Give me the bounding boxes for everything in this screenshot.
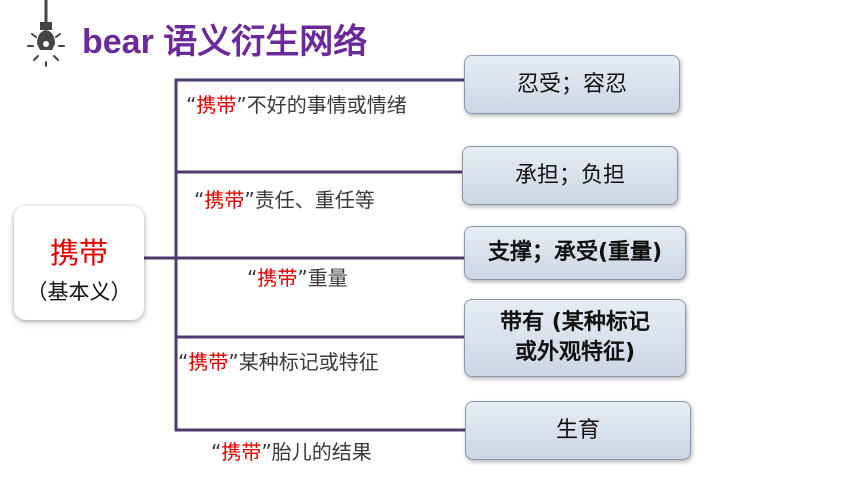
edge-text: 某种标记或特征 — [238, 350, 379, 374]
leaf-node-5: 生育 — [465, 401, 691, 460]
edge-keyword: 携带 — [257, 266, 298, 290]
title-chinese: 语义衍生网络 — [163, 22, 368, 62]
leaf-node-4: 带有 (某种标记 或外观特征) — [464, 299, 686, 377]
edge-keyword: 携带 — [188, 350, 229, 374]
edge-quote-close: ” — [297, 266, 308, 290]
edge-quote-close: ” — [244, 188, 255, 212]
root-node: 携带 （基本义） — [14, 206, 144, 320]
edge-quote-close: ” — [228, 350, 239, 374]
title-latin: bear — [82, 23, 154, 61]
edge-quote-open: “ — [186, 93, 197, 117]
edge-quote-close: ” — [236, 93, 247, 117]
root-subtitle: （基本义） — [26, 280, 132, 304]
edge-keyword: 携带 — [221, 440, 262, 464]
edge-text: 重量 — [307, 266, 348, 290]
edge-text: 胎儿的结果 — [271, 440, 372, 464]
page-title: bear 语义衍生网络 — [82, 14, 367, 63]
edge-quote-open: “ — [247, 266, 258, 290]
edge-text: 不好的事情或情绪 — [246, 93, 407, 117]
edge-label-3: “携带”重量 — [247, 262, 348, 291]
edge-quote-open: “ — [194, 188, 205, 212]
leaf-node-2: 承担；负担 — [462, 146, 678, 205]
leaf-text: 忍受；容忍 — [516, 71, 627, 97]
leaf-text: 支撑；承受(重量) — [487, 240, 663, 266]
edge-quote-close: ” — [261, 440, 272, 464]
edge-label-2: “携带”责任、重任等 — [194, 184, 375, 213]
edge-quote-open: “ — [211, 440, 222, 464]
leaf-text-line-1: 带有 (某种标记 — [500, 310, 650, 336]
root-keyword: 携带 — [49, 236, 108, 270]
leaf-text-line-2: 或外观特征) — [514, 340, 636, 365]
edge-label-5: “携带”胎儿的结果 — [211, 436, 372, 465]
edge-quote-open: “ — [178, 350, 189, 374]
edge-label-4: “携带”某种标记或特征 — [178, 346, 379, 375]
edge-label-1: “携带”不好的事情或情绪 — [186, 89, 407, 118]
leaf-node-3: 支撑；承受(重量) — [464, 226, 686, 280]
edge-keyword: 携带 — [196, 93, 237, 117]
lightbulb-icon — [27, 0, 65, 67]
leaf-node-1: 忍受；容忍 — [464, 55, 680, 114]
edge-keyword: 携带 — [204, 188, 245, 212]
edge-text: 责任、重任等 — [254, 188, 375, 212]
leaf-text: 生育 — [555, 417, 600, 443]
leaf-text: 承担；负担 — [514, 162, 625, 188]
